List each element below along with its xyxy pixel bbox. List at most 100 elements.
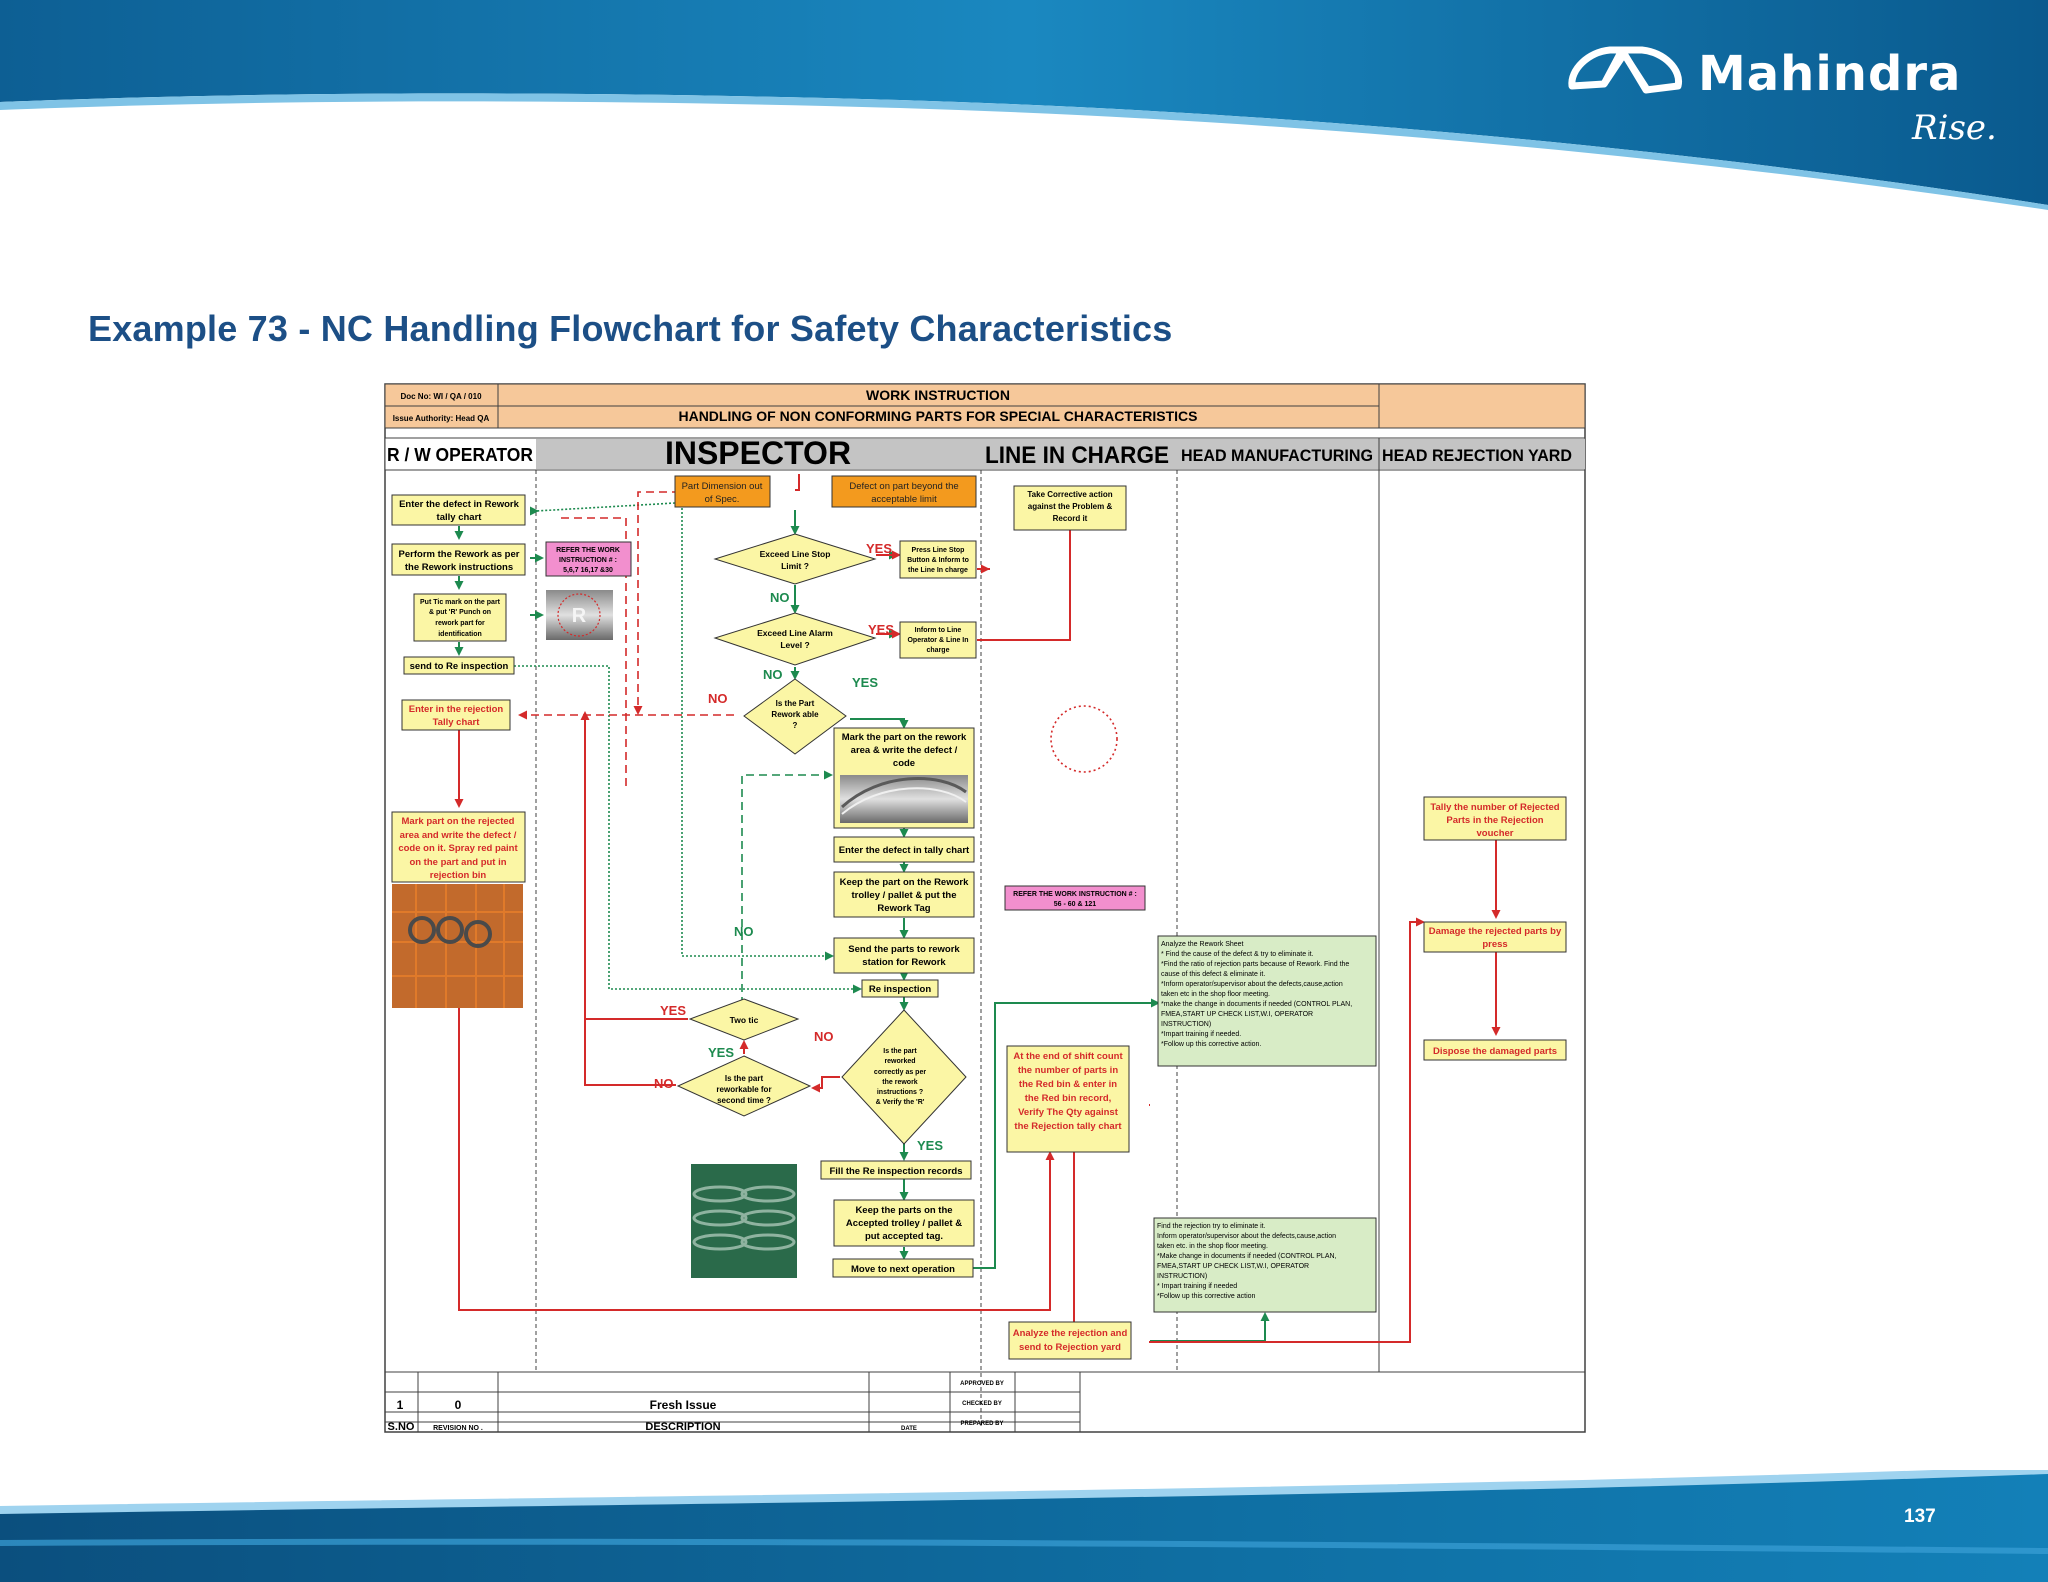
svg-text:Rework able: Rework able: [771, 710, 819, 719]
approved-by: APPROVED BY: [960, 1381, 1004, 1387]
svg-text:Take Corrective action: Take Corrective action: [1027, 490, 1112, 499]
node-hry-dispose: Dispose the damaged parts: [1423, 1039, 1567, 1061]
revision-date-header: DATE: [901, 1426, 917, 1432]
svg-text:Dispose the damaged parts: Dispose the damaged parts: [1433, 1046, 1557, 1057]
doc-number: Doc No: WI / QA / 010: [400, 392, 482, 401]
svg-text:identification: identification: [438, 631, 482, 638]
lane-inspector: INSPECTOR: [665, 435, 851, 471]
svg-text:& put 'R' Punch on: & put 'R' Punch on: [429, 609, 491, 616]
label-no-rework-station: NO: [734, 924, 754, 939]
lane-header-line-in-charge: [981, 439, 1177, 469]
node-rw-enter-rejection: Enter in the rejection Tally chart: [401, 699, 511, 731]
node-ins-move-next: Move to next operation: [832, 1258, 974, 1278]
node-ins-reworkable-second-time: Is the part reworkable for second time ?: [676, 1055, 812, 1117]
lane-rw-operator: R / W OPERATOR: [387, 445, 533, 465]
svg-text:& Verify the 'R': & Verify the 'R': [876, 1099, 925, 1106]
svg-text:send to Re inspection: send to Re inspection: [410, 661, 509, 672]
label-yes-reworkable: YES: [852, 675, 878, 690]
svg-text:R: R: [572, 605, 587, 627]
svg-text:the Line In charge: the Line In charge: [908, 567, 968, 574]
svg-text:Limit ?: Limit ?: [781, 561, 809, 571]
svg-text:taken etc in the shop floor me: taken etc in the shop floor meeting.: [1161, 991, 1270, 998]
node-ins-press-line-stop: Press Line Stop Button & Inform to the L…: [899, 540, 977, 579]
brand-name: Mahindra: [1698, 46, 1962, 102]
node-ins-defect-on-part: Defect on part beyond the acceptable lim…: [831, 475, 977, 508]
svg-text:Press Line Stop: Press Line Stop: [912, 547, 965, 554]
mahindra-logo-icon: [1568, 46, 1683, 94]
svg-text:Re inspection: Re inspection: [869, 984, 931, 995]
svg-text:reworked: reworked: [884, 1058, 915, 1065]
svg-text:5,6,7 16,17 &30: 5,6,7 16,17 &30: [563, 567, 613, 574]
svg-text:Rework Tag: Rework Tag: [877, 903, 930, 914]
svg-text:Is the part: Is the part: [725, 1074, 764, 1083]
svg-text:the Red bin record,: the Red bin record,: [1025, 1093, 1112, 1104]
svg-text:Perform the Rework as per: Perform the Rework as per: [399, 549, 520, 560]
node-hm-analyze-rework-sheet: Analyze the Rework Sheet * Find the caus…: [1157, 935, 1377, 1067]
svg-text:code: code: [893, 758, 915, 769]
node-refer-wi-1: REFER THE WORK INSTRUCTION # : 5,6,7 16,…: [545, 541, 632, 577]
bottom-banner: [0, 1470, 2048, 1582]
svg-text:Mark the part on the rework: Mark the part on the rework: [842, 732, 967, 743]
svg-text:of Spec.: of Spec.: [705, 494, 740, 505]
svg-text:Part Dimension out: Part Dimension out: [682, 481, 763, 492]
page-title: Example 73 - NC Handling Flowchart for S…: [88, 308, 1173, 349]
svg-text:?: ?: [793, 721, 798, 730]
lane-head-rejection-yard: HEAD REJECTION YARD: [1382, 446, 1572, 465]
svg-text:Enter the defect in Rework: Enter the defect in Rework: [399, 499, 520, 510]
node-ins-fill-records: Fill the Re inspection records: [820, 1160, 972, 1180]
svg-text:Enter in the rejection: Enter in the rejection: [409, 704, 504, 715]
svg-text:send to Rejection yard: send to Rejection yard: [1019, 1342, 1121, 1353]
node-ins-inform-operator: Inform to Line Operator & Line In charge: [899, 621, 977, 659]
lane-line-in-charge: LINE IN CHARGE: [985, 442, 1169, 469]
highlight-circle: [1050, 705, 1118, 773]
lane-head-manufacturing: HEAD MANUFACTURING: [1181, 446, 1373, 465]
label-no-reworked-correctly: NO: [814, 1029, 834, 1044]
brand-tagline: Rise.: [1912, 108, 1997, 148]
issue-authority: Issue Authority: Head QA: [393, 414, 490, 423]
node-rw-mark-rejected: Mark part on the rejected area and write…: [391, 811, 526, 883]
svg-text:Tally chart: Tally chart: [433, 717, 481, 728]
node-ins-exceed-line-stop: Exceed Line Stop Limit ?: [713, 533, 877, 585]
svg-text:Parts in the Rejection: Parts in the Rejection: [1446, 815, 1543, 826]
svg-text:*Inform operator/supervisor a: *Inform operator/supervisor about the de…: [1161, 981, 1343, 988]
revision-desc: Fresh Issue: [650, 1398, 717, 1412]
svg-text:Record it: Record it: [1053, 514, 1088, 523]
accepted-parts-photo: [691, 1164, 797, 1278]
svg-text:Exceed Line Stop: Exceed Line Stop: [760, 549, 831, 559]
revision-sno: 1: [397, 1398, 404, 1412]
svg-text:instructions ?: instructions ?: [877, 1089, 923, 1096]
svg-text:station for Rework: station for Rework: [862, 957, 946, 968]
svg-text:second time ?: second time ?: [717, 1096, 771, 1105]
svg-text:Verify The Qty against: Verify The Qty against: [1018, 1107, 1119, 1118]
node-lic-corrective-action: Take Corrective action against the Probl…: [1013, 485, 1127, 531]
svg-text:Button & Inform to: Button & Inform to: [907, 557, 969, 564]
sheet-title: WORK INSTRUCTION: [866, 387, 1010, 403]
svg-text:against the Problem &: against the Problem &: [1028, 502, 1113, 511]
svg-text:acceptable limit: acceptable limit: [871, 494, 937, 505]
node-rw-perform-rework: Perform the Rework as per the Rework ins…: [391, 543, 526, 576]
revision-rev: 0: [455, 1398, 462, 1412]
node-hry-damage-parts: Damage the rejected parts by press: [1423, 921, 1567, 953]
node-ins-two-tic: Two tic: [688, 998, 800, 1041]
label-no-line-alarm: NO: [763, 667, 783, 682]
svg-text:Is the Part: Is the Part: [776, 699, 815, 708]
revision-sno-header: S.NO: [388, 1421, 415, 1433]
svg-text:INSTRUCTION): INSTRUCTION): [1157, 1273, 1207, 1280]
node-refer-wi-2: REFER THE WORK INSTRUCTION # : 56 - 60 &…: [1004, 885, 1146, 911]
svg-text:Mark part on the rejected: Mark part on the rejected: [402, 816, 515, 827]
revision-block: [384, 1371, 1585, 1433]
svg-text:Keep the part on the Rework: Keep the part on the Rework: [840, 877, 970, 888]
svg-text:Inform to Line: Inform to Line: [915, 627, 962, 634]
svg-text:the rework: the rework: [882, 1079, 918, 1086]
svg-text:* Find the cause of the defec: * Find the cause of the defect & try to …: [1161, 951, 1314, 958]
svg-text:*Impart training if needed.: *Impart training if needed.: [1161, 1031, 1241, 1038]
rework-part-photo: [840, 775, 968, 823]
svg-text:cause of this defect & elimina: cause of this defect & eliminate it.: [1161, 971, 1265, 978]
node-hm-find-rejection: Find the rejection try to eliminate it. …: [1153, 1217, 1377, 1313]
svg-text:voucher: voucher: [1477, 828, 1514, 839]
svg-text:trolley / pallet & put the: trolley / pallet & put the: [851, 890, 956, 901]
svg-text:area and write the defect /: area and write the defect /: [400, 830, 517, 841]
svg-text:the Rejection tally chart: the Rejection tally chart: [1014, 1121, 1122, 1132]
label-yes-line-alarm: YES: [868, 622, 894, 637]
svg-text:on the part and put in: on the part and put in: [409, 857, 506, 868]
